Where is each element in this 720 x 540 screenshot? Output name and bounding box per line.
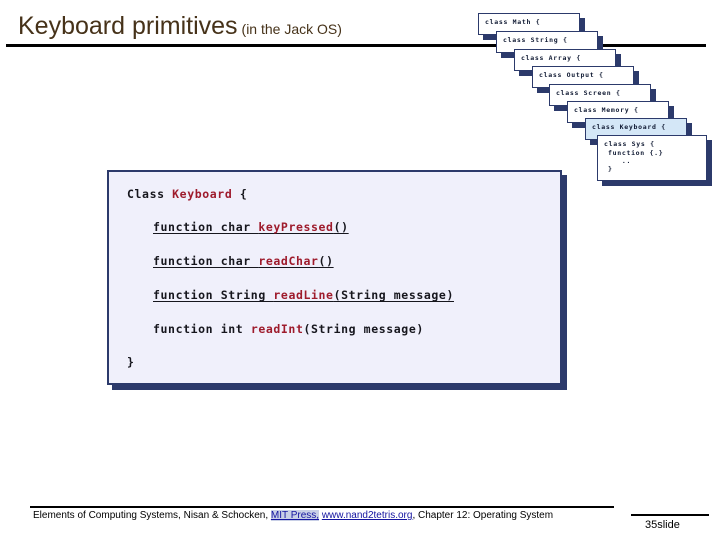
code-line: } — [127, 355, 135, 369]
code-identifier: keyPressed — [258, 220, 334, 234]
cascade-class-box: class Screen { — [549, 84, 651, 106]
code-line: function String readLine(String message) — [153, 288, 454, 302]
footer-link-highlighted[interactable]: MIT Press, — [270, 510, 320, 521]
code-identifier: readInt — [250, 322, 304, 336]
keyboard-class-code-panel: Class Keyboard { function char keyPressed… — [107, 170, 562, 385]
code-line: function int readInt(String message) — [153, 322, 424, 336]
title-divider — [6, 44, 706, 47]
footer-text-segment: Elements of Computing Systems, Nisan & S… — [33, 510, 271, 521]
cascade-class-box-sys: class Sys {function {.} .. } — [597, 135, 707, 181]
code-line: Class Keyboard { — [127, 187, 247, 201]
cascade-class-label: class Math { — [485, 18, 541, 26]
page-title: Keyboard primitives(in the Jack OS) — [18, 12, 342, 41]
cascade-class-box: class Array { — [514, 49, 616, 71]
code-text: (String message) — [303, 322, 424, 336]
code-line: function char readChar() — [153, 254, 334, 268]
page-title-sub: (in the Jack OS) — [241, 21, 342, 37]
code-identifier: readLine — [273, 288, 334, 302]
cascade-class-label: class Array { — [521, 54, 581, 62]
cascade-class-box: class Memory { — [567, 101, 669, 123]
code-text: (String message) — [333, 288, 454, 302]
code-line: function char keyPressed() — [153, 220, 349, 234]
slide-number-divider — [631, 514, 709, 516]
cascade-class-label: class String { — [503, 36, 568, 44]
code-text: function char — [153, 220, 259, 234]
code-text: function int — [153, 322, 251, 336]
code-text: } — [127, 355, 135, 369]
cascade-class-label: class Sys { — [604, 140, 655, 148]
cascade-class-label: class Screen { — [556, 89, 621, 97]
cascade-class-label: class Memory { — [574, 106, 639, 114]
cascade-class-label: class Output { — [539, 71, 604, 79]
footer-link[interactable]: www.nand2tetris.org — [321, 510, 413, 521]
footer-citation: Elements of Computing Systems, Nisan & S… — [33, 510, 553, 521]
page-title-main: Keyboard primitives — [18, 12, 238, 40]
code-text: Class — [127, 187, 173, 201]
code-text: { — [232, 187, 248, 201]
cascade-class-body: function {.} .. } — [608, 149, 664, 173]
code-text: function String — [153, 288, 274, 302]
footer-text-segment: , Chapter 12: Operating System — [412, 510, 554, 521]
footer-divider — [30, 506, 614, 508]
code-identifier: Keyboard — [172, 187, 233, 201]
code-identifier: readChar — [258, 254, 319, 268]
code-text: function char — [153, 254, 259, 268]
code-text: () — [333, 220, 349, 234]
slide-number: 35slide — [645, 519, 680, 531]
code-text: () — [318, 254, 334, 268]
cascade-class-label: class Keyboard { — [592, 123, 666, 131]
